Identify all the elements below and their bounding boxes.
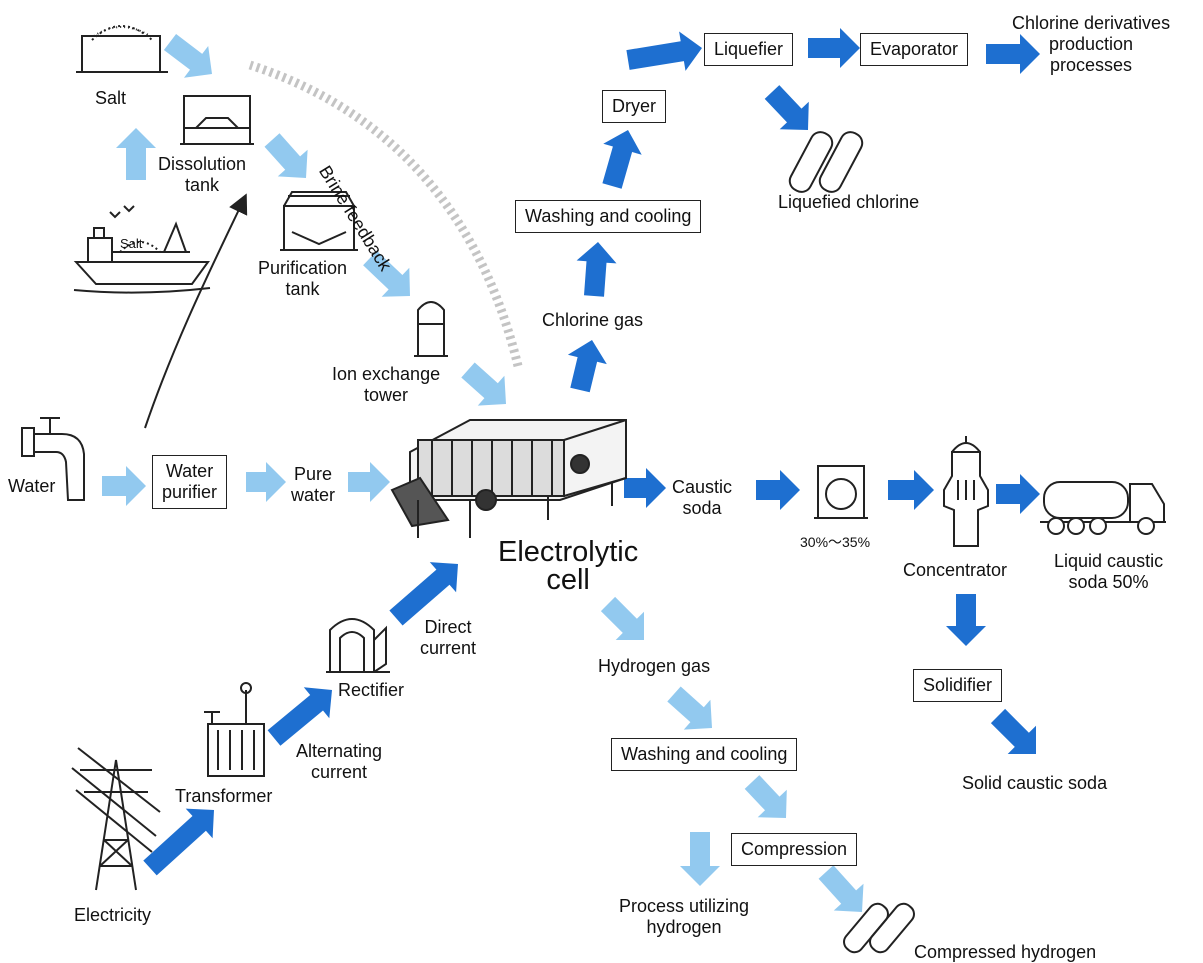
- chlorine-gas-label: Chlorine gas: [542, 310, 644, 330]
- purification-tank-icon: [280, 191, 358, 251]
- liquefier-box: Liquefier: [704, 33, 794, 66]
- brine-feedback-line: [248, 60, 523, 368]
- alternating-current-label: Alternating current: [296, 741, 383, 782]
- rectifier-label: Rectifier: [338, 680, 405, 700]
- direct-current-label: Direct current: [420, 617, 477, 658]
- electrolytic-cell-icon: [390, 419, 627, 538]
- transformer-label: Transformer: [175, 786, 273, 806]
- hydrogen-washing-box: Washing and cooling: [611, 738, 798, 771]
- caustic-soda-label: Caustic soda: [672, 477, 733, 518]
- water-label: Water: [8, 476, 56, 496]
- cell-to-hydrogen-arrow: [600, 596, 644, 640]
- solidifier-box: Solidifier: [913, 669, 1003, 702]
- ion-exchange-tower-icon: [414, 301, 448, 357]
- dryer-to-liquefier-arrow: [626, 31, 702, 71]
- hydrogen-cylinders-icon: [843, 902, 915, 954]
- tanker-truck-icon: [1040, 481, 1166, 535]
- solid-caustic-label: Solid caustic soda: [962, 773, 1108, 793]
- chlorine-cylinders-icon: [788, 131, 864, 193]
- compression-to-cylinders-arrow: [818, 865, 864, 912]
- concentrator-icon: [943, 436, 989, 547]
- transformer-to-rectifier-arrow: [267, 687, 332, 746]
- compressed-hydrogen-label: Compressed hydrogen: [914, 942, 1097, 962]
- electricity-to-transformer-arrow: [143, 808, 214, 876]
- caustic-tank-icon: [814, 465, 868, 519]
- power-pylon-icon: [71, 747, 161, 891]
- salt-to-dissolution-arrow: [163, 34, 212, 78]
- rectifier-to-cell-arrow: [389, 562, 458, 626]
- purification-tank-label: Purification tank: [258, 258, 348, 299]
- water-to-purifier-arrow: [102, 466, 146, 506]
- chlorine-derivatives-label: Chlorine derivatives production processe…: [1012, 13, 1171, 75]
- liquefied-chlorine-label: Liquefied chlorine: [778, 192, 920, 212]
- liquefier-to-evaporator-arrow: [808, 28, 860, 68]
- concentrator-to-solidifier-arrow: [946, 594, 986, 646]
- concentration-label: 30%～35%: [800, 534, 871, 550]
- hydrogen-gas-label: Hydrogen gas: [598, 656, 711, 676]
- dissolution-tank-label: Dissolution tank: [158, 154, 247, 195]
- water-to-dissolution-arrow: [144, 193, 248, 429]
- electricity-label: Electricity: [74, 905, 152, 925]
- evaporator-to-derivatives-arrow: [986, 34, 1040, 74]
- compression-box: Compression: [731, 833, 858, 866]
- water-tap-icon: [21, 417, 85, 501]
- dryer-box: Dryer: [602, 90, 666, 123]
- purifier-to-pure-arrow: [246, 462, 286, 502]
- electrolytic-cell-label: Electrolytic cell: [498, 536, 639, 596]
- washing-to-compression-arrow: [744, 775, 787, 818]
- ion-exchange-tower-label: Ion exchange tower: [332, 364, 441, 405]
- transformer-icon: [204, 682, 265, 777]
- water-purifier-box: Water purifier: [152, 455, 228, 509]
- liquefier-to-cylinders-arrow: [764, 85, 809, 130]
- purification-to-ion-arrow: [363, 250, 410, 297]
- rectifier-icon: [326, 618, 390, 673]
- washing-to-process-arrow: [680, 832, 720, 886]
- tank-to-concentrator-arrow: [888, 470, 934, 510]
- chlorine-to-washing-arrow: [576, 242, 617, 297]
- liquid-caustic-label: Liquid caustic soda 50%: [1054, 551, 1164, 592]
- pure-water-label: Pure water: [291, 464, 336, 505]
- process-hydrogen-label: Process utilizing hydrogen: [619, 896, 750, 937]
- chlorine-washing-box: Washing and cooling: [515, 200, 702, 233]
- ion-to-cell-arrow: [461, 362, 506, 406]
- ship-to-salt-arrow: [116, 128, 156, 180]
- concentrator-label: Concentrator: [903, 560, 1008, 580]
- salt-label: Salt: [95, 88, 127, 108]
- solidifier-to-solid-arrow: [990, 708, 1036, 754]
- washing-to-dryer-arrow: [602, 130, 642, 189]
- concentrator-to-truck-arrow: [996, 474, 1040, 514]
- salt-pile-icon: [76, 25, 168, 73]
- pure-to-cell-arrow: [348, 462, 390, 502]
- evaporator-box: Evaporator: [860, 33, 969, 66]
- cell-to-chlorine-arrow: [567, 340, 607, 393]
- ship-salt-label: Salt: [120, 236, 143, 251]
- dissolution-to-purification-arrow: [264, 133, 308, 178]
- caustic-to-tank-arrow: [756, 470, 800, 510]
- cell-to-caustic-arrow: [624, 468, 666, 508]
- hydrogen-to-washing-arrow: [667, 686, 712, 730]
- salt-ship-icon: [73, 205, 211, 294]
- dissolution-tank-icon: [180, 95, 254, 145]
